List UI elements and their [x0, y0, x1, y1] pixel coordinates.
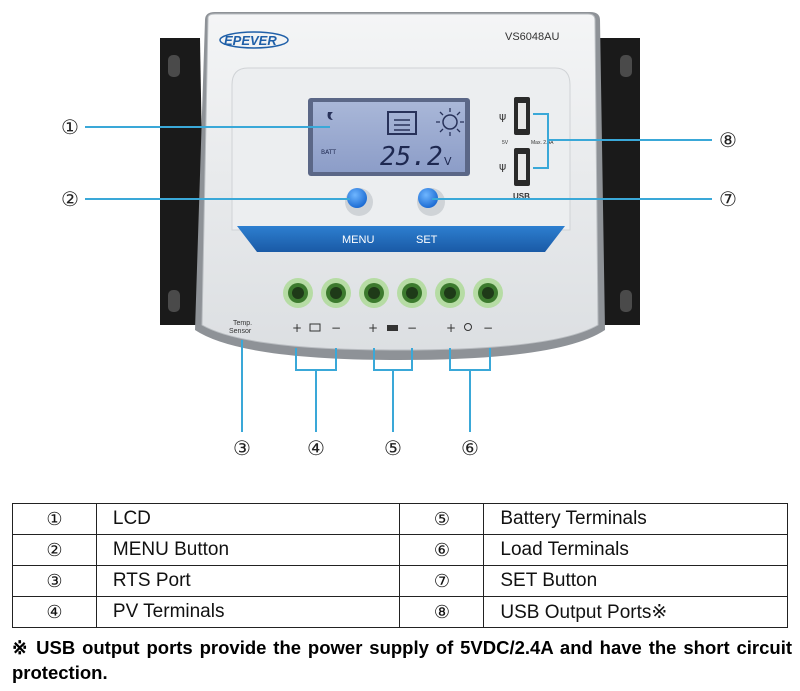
callout-2: ②	[61, 187, 79, 211]
legend-num: ⑧	[399, 596, 485, 628]
menu-label: MENU	[342, 234, 374, 246]
callout-8: ⑧	[719, 128, 737, 152]
label-band	[237, 226, 565, 252]
terminal-load-plus	[435, 278, 465, 308]
callout-7: ⑦	[719, 187, 737, 211]
legend-num: ⑥	[399, 534, 485, 566]
pv-minus-mark: −	[331, 321, 341, 335]
usb-symbol-top: ψ	[499, 110, 506, 123]
usb-spec-voltage: 5V	[502, 140, 509, 146]
model-number: VS6048AU	[505, 31, 559, 43]
bracket-pv	[295, 348, 337, 432]
lcd-batt-text: BATT	[321, 149, 336, 156]
batt-plus-mark: +	[368, 321, 378, 335]
set-label: SET	[416, 234, 438, 246]
right-flange-hole-top	[620, 55, 632, 77]
callout-4: ④	[307, 436, 325, 460]
lcd-unit: V	[444, 155, 452, 168]
legend-label: MENU Button	[95, 534, 401, 566]
load-plus-mark: +	[446, 321, 456, 335]
legend-row: ③ RTS Port ⑦ SET Button	[12, 565, 788, 597]
left-flange-hole-bottom	[168, 290, 180, 312]
bulb-icon	[464, 323, 472, 331]
load-minus-mark: −	[483, 321, 493, 335]
pv-plus-mark: +	[292, 321, 302, 335]
legend-row: ④ PV Terminals ⑧ USB Output Ports※	[12, 596, 788, 628]
battery-icon	[387, 111, 417, 135]
callout-1: ①	[61, 115, 79, 139]
legend-row: ② MENU Button ⑥ Load Terminals	[12, 534, 788, 566]
footnote: ※ USB output ports provide the power sup…	[12, 637, 792, 683]
lcd-reading: 25.2	[380, 142, 443, 172]
legend-label: SET Button	[483, 565, 788, 597]
temp-sensor-label-1: Temp.	[233, 320, 252, 327]
legend-num: ④	[12, 596, 97, 628]
solar-panel-icon	[309, 323, 321, 332]
menu-button[interactable]	[347, 188, 367, 208]
terminal-pv-minus	[321, 278, 351, 308]
right-mounting-flange	[596, 38, 640, 325]
bracket-battery	[373, 348, 413, 432]
set-button[interactable]	[418, 188, 438, 208]
terminal-batt-plus	[359, 278, 389, 308]
terminal-load-minus	[473, 278, 503, 308]
legend-num: ②	[12, 534, 97, 566]
left-flange-hole-top	[168, 55, 180, 77]
legend-label: LCD	[95, 503, 401, 535]
legend-num: ③	[12, 565, 97, 597]
sun-icon	[442, 114, 458, 130]
lcd-moon-icon	[327, 112, 333, 120]
legend-row: ① LCD ⑤ Battery Terminals	[12, 503, 788, 535]
terminal-block	[283, 278, 503, 308]
legend-num: ⑤	[399, 503, 485, 535]
batt-minus-mark: −	[407, 321, 417, 335]
legend-label: Battery Terminals	[483, 503, 788, 535]
terminal-pv-plus	[283, 278, 313, 308]
controller-diagram: 25.2 V BATT MENU SET EPEVER VS6048AU ψ ψ…	[85, 12, 712, 432]
brand-logo-oval	[219, 31, 289, 49]
battery-mark-icon	[387, 325, 398, 331]
usb-spec-current: Max. 2.4A	[531, 140, 554, 146]
left-mounting-flange	[160, 38, 205, 325]
legend-label: RTS Port	[95, 565, 401, 597]
legend-num: ⑦	[399, 565, 485, 597]
callout-3: ③	[233, 436, 251, 460]
usb-symbol-bottom: ψ	[499, 160, 506, 173]
legend-label: PV Terminals	[95, 596, 401, 628]
bracket-load	[449, 348, 491, 432]
temp-sensor-label-2: Sensor	[229, 328, 252, 335]
legend-label: Load Terminals	[483, 534, 788, 566]
usb-label: USB	[513, 192, 530, 201]
legend-label: USB Output Ports※	[483, 596, 788, 628]
legend-table: ① LCD ⑤ Battery Terminals ② MENU Button …	[12, 503, 788, 628]
callout-5: ⑤	[384, 436, 402, 460]
legend-num: ①	[12, 503, 97, 535]
terminal-batt-minus	[397, 278, 427, 308]
callout-6: ⑥	[461, 436, 479, 460]
brand-logo: EPEVER	[224, 33, 277, 48]
right-flange-hole-bottom	[620, 290, 632, 312]
